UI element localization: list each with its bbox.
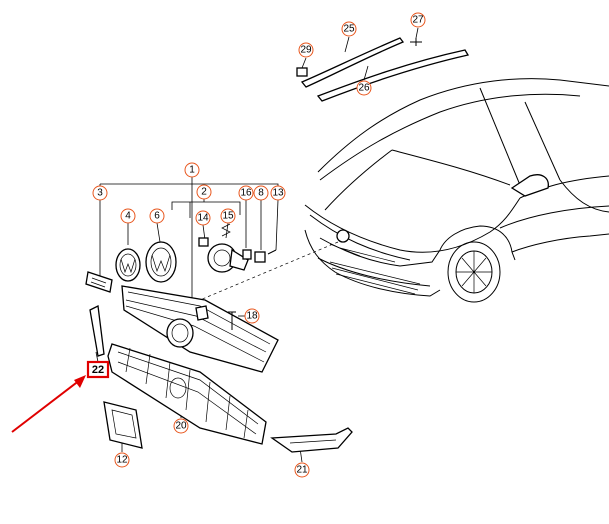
callout-2: 2 [196,184,212,200]
callout-label-8: 8 [258,188,264,199]
callout-label-15: 15 [222,211,234,222]
callout-label-16: 16 [240,188,252,199]
callout-label-12: 12 [116,455,128,466]
callout-label-3: 3 [97,188,103,199]
callout-label-4: 4 [125,211,131,222]
callout-13: 13 [270,185,286,201]
callout-27: 27 [410,12,426,28]
callout-label-14: 14 [197,213,209,224]
callout-22-highlighted: 22 [86,360,110,379]
grille-parts [85,223,353,453]
callout-3: 3 [92,185,108,201]
callout-29: 29 [298,42,314,58]
car-illustration [199,78,609,303]
callout-20: 20 [173,418,189,434]
callout-1: 1 [184,162,200,178]
callout-6: 6 [149,208,165,224]
callout-label-2: 2 [201,187,207,198]
callout-label-27: 27 [412,15,424,26]
callout-label-6: 6 [154,211,160,222]
roof-trim-parts [296,27,470,102]
callout-label-13: 13 [272,188,284,199]
callout-label-18: 18 [246,311,258,322]
callout-8: 8 [253,185,269,201]
callout-label-22: 22 [92,364,104,376]
callout-label-25: 25 [343,24,355,35]
callout-12: 12 [114,452,130,468]
callout-16: 16 [238,185,254,201]
callout-label-26: 26 [358,83,370,94]
callout-label-29: 29 [300,45,312,56]
callout-label-20: 20 [175,421,187,432]
highlight-arrow [11,375,86,433]
callout-25: 25 [341,21,357,37]
callout-4: 4 [120,208,136,224]
callout-18: 18 [244,308,260,324]
callout-14: 14 [195,210,211,226]
callout-15: 15 [220,208,236,224]
callout-label-21: 21 [296,465,308,476]
callout-26: 26 [356,80,372,96]
callout-21: 21 [294,462,310,478]
callout-label-1: 1 [189,165,195,176]
